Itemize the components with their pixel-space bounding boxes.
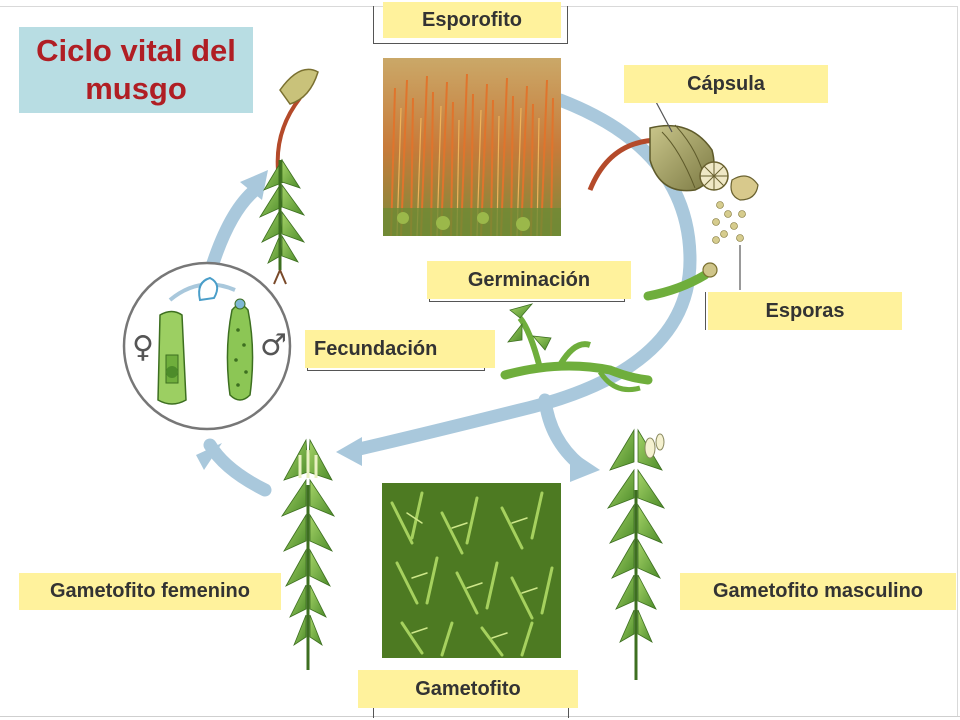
arrow-lower-left	[203, 438, 272, 497]
label-germinacion: Germinación	[427, 261, 631, 299]
germination-icon	[500, 262, 718, 393]
label-capsula: Cápsula	[624, 65, 828, 103]
label-esporas: Esporas	[708, 292, 902, 330]
male-gametophyte-icon	[606, 428, 666, 680]
diagram-title: Ciclo vital del musgo	[36, 33, 236, 106]
capsule-icon	[587, 99, 759, 290]
arrow-head-center	[336, 437, 362, 466]
label-gametofito-femenino: Gametofito femenino	[19, 573, 281, 610]
esporas-tick	[705, 292, 707, 330]
slide-bottom-border	[0, 716, 960, 717]
sporophyte-plant-icon	[258, 68, 319, 285]
label-gametofito-masculino: Gametofito masculino	[680, 573, 956, 610]
fertilization-circle	[122, 261, 292, 431]
arrow-heads	[196, 170, 600, 482]
arrow-head-up-left	[240, 170, 268, 200]
gametophyte-photo	[382, 483, 561, 658]
sporophyte-photo	[383, 58, 561, 236]
female-gametophyte-icon	[280, 438, 336, 670]
arrow-head-lower-left	[196, 443, 222, 470]
female-symbol-icon: ♀	[132, 330, 154, 365]
esporofito-bracket	[373, 6, 568, 44]
label-esporofito: Esporofito	[383, 2, 561, 38]
label-fecundacion: Fecundación	[305, 330, 495, 368]
label-gametofito: Gametofito	[358, 670, 578, 708]
spores-icon	[712, 201, 746, 244]
arrow-head-lower-right	[570, 450, 600, 482]
diagram-title-box: Ciclo vital del musgo	[19, 27, 253, 113]
male-symbol-icon: ♂	[260, 328, 287, 363]
